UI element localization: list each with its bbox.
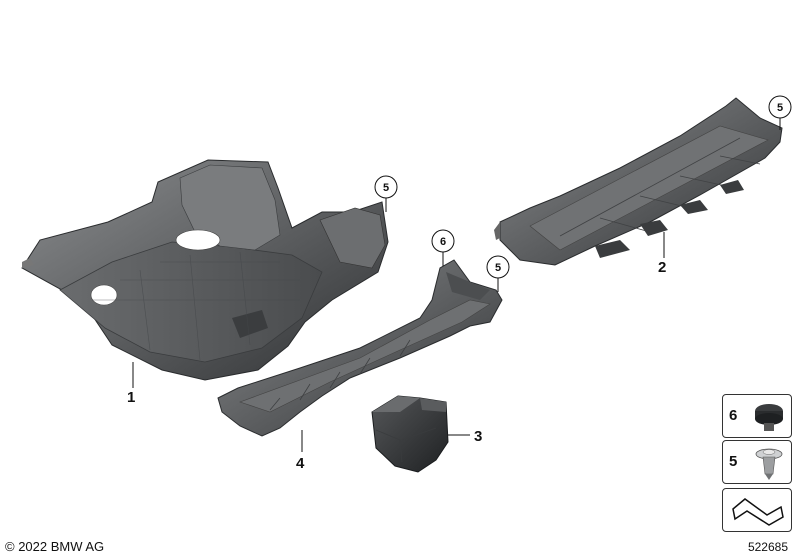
callout-5a: 5 xyxy=(383,182,389,194)
callout-1: 1 xyxy=(127,389,135,406)
push-plug-icon xyxy=(755,404,783,431)
callout-6: 6 xyxy=(440,236,446,248)
side-panel-2 xyxy=(494,97,783,266)
callout-5b: 5 xyxy=(495,262,501,274)
legend-item-5: 5 xyxy=(722,440,792,484)
callout-4: 4 xyxy=(296,455,305,472)
callout-3: 3 xyxy=(474,428,482,445)
legend-item-6: 6 xyxy=(722,394,792,438)
callout-5c: 5 xyxy=(777,102,783,114)
legend-label-5: 5 xyxy=(729,453,738,470)
channel-panel-4 xyxy=(217,259,503,437)
box-component-3 xyxy=(371,395,449,473)
diagram-number: 522685 xyxy=(747,540,788,554)
legend-item-section xyxy=(722,488,792,532)
copyright-text: © 2022 BMW AG xyxy=(5,539,105,554)
callout-2: 2 xyxy=(658,259,666,276)
zigzag-section-icon xyxy=(732,498,784,526)
expanding-rivet-icon xyxy=(755,448,783,480)
legend-label-6: 6 xyxy=(729,407,738,424)
underbody-panel-1 xyxy=(21,159,389,381)
